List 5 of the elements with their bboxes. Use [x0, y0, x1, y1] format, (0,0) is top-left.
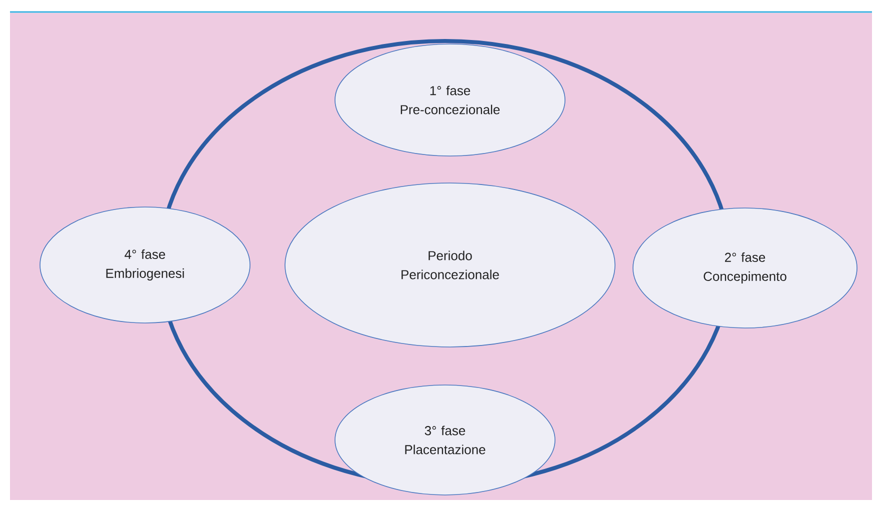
- phase-oval: 2° fase Concepimento: [632, 208, 858, 328]
- phase-oval: 4° fase Embriogenesi: [40, 206, 250, 324]
- phase-oval: 1° fase Pre-concezionale: [334, 44, 566, 156]
- phase-oval: Periodo Periconcezionale: [284, 182, 616, 348]
- phase-oval: 3° fase Placentazione: [334, 384, 556, 496]
